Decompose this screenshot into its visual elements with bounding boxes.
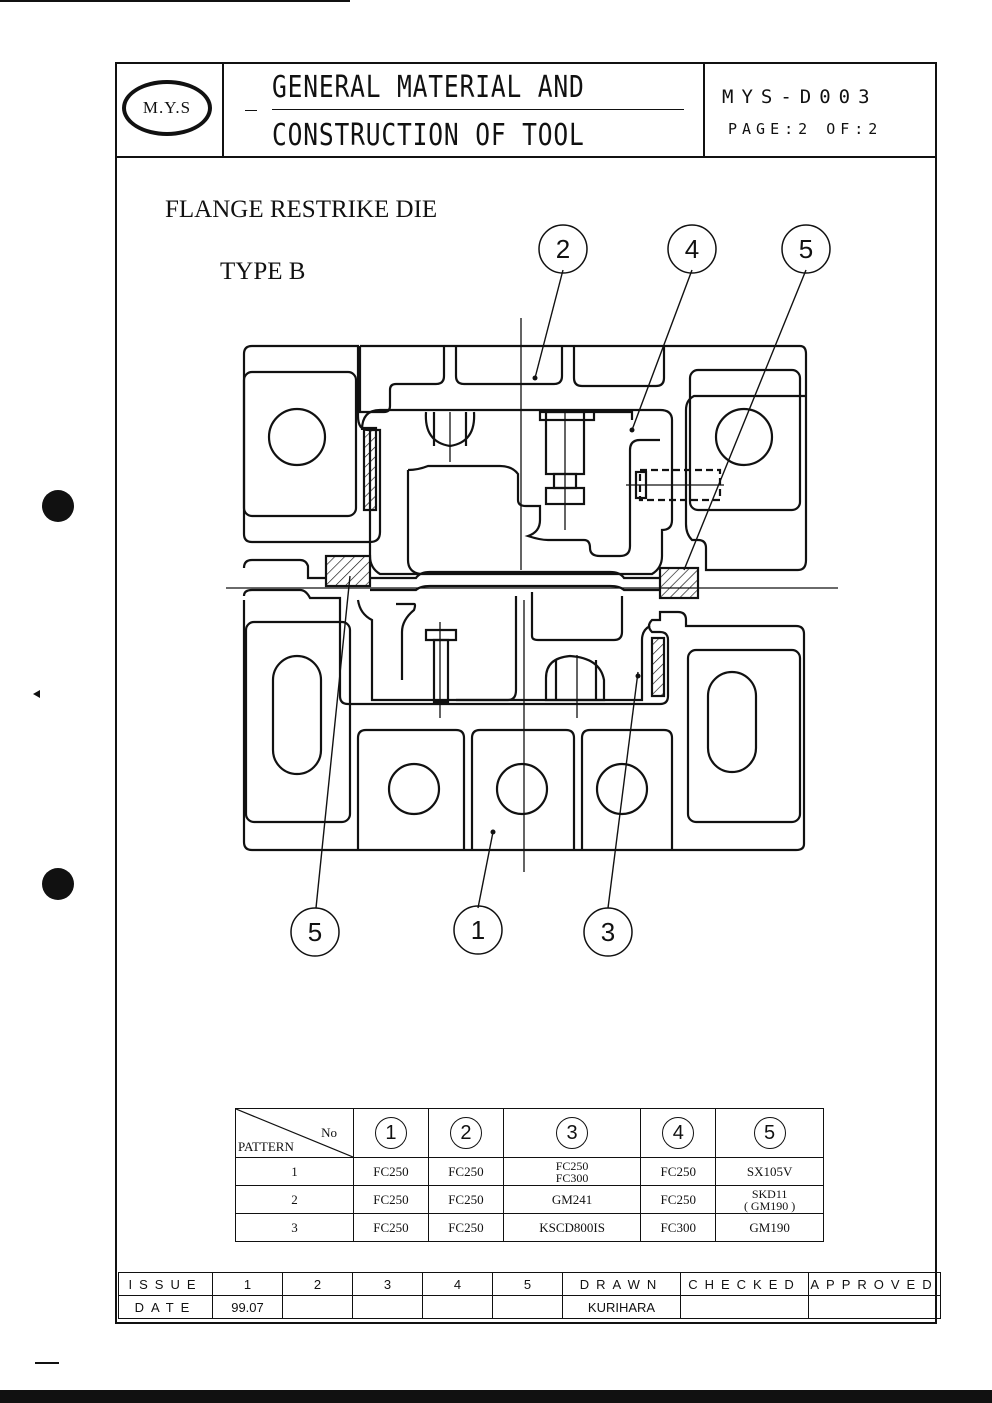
title-block-divider-left (222, 62, 224, 158)
title-line-1: GENERAL MATERIAL AND (272, 70, 585, 105)
material-cell: SX105V (715, 1157, 824, 1186)
punch-hole-lower (42, 868, 74, 900)
table-row: 3 FC250 FC250 KSCD800IS FC300 GM190 (235, 1213, 824, 1242)
corner-diagonal (236, 1109, 353, 1157)
checked-label: CHECKED (680, 1272, 809, 1296)
punch-hole-upper (42, 490, 74, 522)
issue-number: 4 (422, 1272, 493, 1296)
drawing-subheading: TYPE B (220, 258, 306, 285)
column-number-2: 2 (449, 1117, 482, 1149)
issue-date (492, 1295, 563, 1319)
margin-arrow (33, 690, 40, 698)
issue-date (422, 1295, 493, 1319)
approved-by (808, 1295, 941, 1319)
drawn-by: KURIHARA (562, 1295, 681, 1319)
column-number-4: 4 (662, 1117, 695, 1149)
callout-1: 1 (470, 915, 486, 945)
issue-date (282, 1295, 353, 1319)
table-row: 2 FC250 FC250 GM241 FC250 SKD11( GM190 ) (235, 1185, 824, 1214)
approved-label: APPROVED (808, 1272, 941, 1296)
lower-base (356, 728, 674, 850)
title-separator (272, 109, 684, 110)
leader-dots (490, 375, 641, 835)
material-cell: SKD11( GM190 ) (715, 1185, 824, 1214)
title-dash (245, 110, 257, 111)
material-cell: FC300 (640, 1213, 717, 1242)
column-number-3: 3 (556, 1117, 589, 1149)
title-block-divider-right (703, 62, 705, 158)
pattern-cell: 2 (235, 1185, 354, 1214)
logo-text: M.Y.S (142, 98, 192, 117)
date-row: DATE 99.07 KURIHARA (118, 1295, 941, 1319)
company-logo: M.Y.S (122, 80, 216, 142)
column-header-4: 4 (640, 1108, 717, 1158)
title-block-bottom-rule (115, 156, 937, 158)
column-header-5: 5 (715, 1108, 824, 1158)
issue-number: 5 (492, 1272, 563, 1296)
material-line: SKD11 (751, 1186, 788, 1201)
issue-row: ISSUE 1 2 3 4 5 DRAWN CHECKED APPROVED (118, 1272, 941, 1296)
date-label: DATE (118, 1295, 213, 1319)
corner-no-label: No (321, 1125, 337, 1140)
leader-lines (315, 269, 807, 909)
margin-mark (35, 1362, 59, 1364)
material-cell: FC250 (353, 1185, 429, 1214)
column-header-1: 1 (353, 1108, 429, 1158)
pattern-cell: 1 (235, 1157, 354, 1186)
material-cell: FC250 (353, 1157, 429, 1186)
material-cell: FC250 (427, 1185, 504, 1214)
callout-4: 4 (684, 234, 700, 264)
bottom-edge-band (0, 1390, 992, 1403)
callout-3: 3 (600, 917, 616, 947)
material-cell: FC250 (427, 1213, 504, 1242)
callout-5-lower: 5 (307, 917, 323, 947)
document-number: MYS-D003 (722, 86, 878, 108)
callout-circles (290, 224, 831, 957)
column-header-3: 3 (502, 1108, 642, 1158)
issue-number: 1 (212, 1272, 283, 1296)
top-edge-line (0, 0, 350, 2)
pattern-cell: 3 (235, 1213, 354, 1242)
issue-label: ISSUE (118, 1272, 213, 1296)
lower-die-shell (242, 588, 806, 852)
drawing-heading: FLANGE RESTRIKE DIE (165, 196, 438, 223)
material-cell: GM190 (715, 1213, 824, 1242)
table-corner-cell: No PATTERN (235, 1108, 354, 1158)
column-number-5: 5 (753, 1117, 786, 1149)
wear-plates (324, 426, 700, 698)
issue-date (352, 1295, 423, 1319)
material-cell: KSCD800IS (502, 1213, 642, 1242)
column-header-2: 2 (427, 1108, 504, 1158)
upper-pad (360, 408, 722, 576)
material-table: No PATTERN 1 2 3 4 5 1 FC250 FC250 FC250… (235, 1108, 824, 1242)
issue-number: 2 (282, 1272, 353, 1296)
issue-block: ISSUE 1 2 3 4 5 DRAWN CHECKED APPROVED D… (118, 1272, 941, 1319)
title-line-2: CONSTRUCTION OF TOOL (272, 118, 585, 153)
material-cell: GM241 (502, 1185, 642, 1214)
flange-strip (370, 570, 660, 592)
callout-2: 2 (555, 234, 571, 264)
checked-by (680, 1295, 809, 1319)
page-indicator: PAGE:2 OF:2 (728, 120, 883, 138)
callout-5-upper: 5 (798, 234, 814, 264)
logo-oval (122, 80, 212, 136)
drawing-frame (115, 62, 937, 1324)
drawn-label: DRAWN (562, 1272, 681, 1296)
issue-date: 99.07 (212, 1295, 283, 1319)
material-cell: FC250 (640, 1185, 717, 1214)
material-line: FC250 (555, 1158, 589, 1173)
material-cell: FC250 (427, 1157, 504, 1186)
material-line: FC300 (555, 1170, 589, 1185)
issue-number: 3 (352, 1272, 423, 1296)
center-lines (226, 318, 838, 872)
upper-die-shell (242, 344, 808, 580)
corner-pattern-label: PATTERN (238, 1139, 294, 1154)
material-line: ( GM190 ) (743, 1198, 796, 1213)
material-cell: FC250 (640, 1157, 717, 1186)
column-number-1: 1 (374, 1117, 407, 1149)
material-cell: FC250 (353, 1213, 429, 1242)
